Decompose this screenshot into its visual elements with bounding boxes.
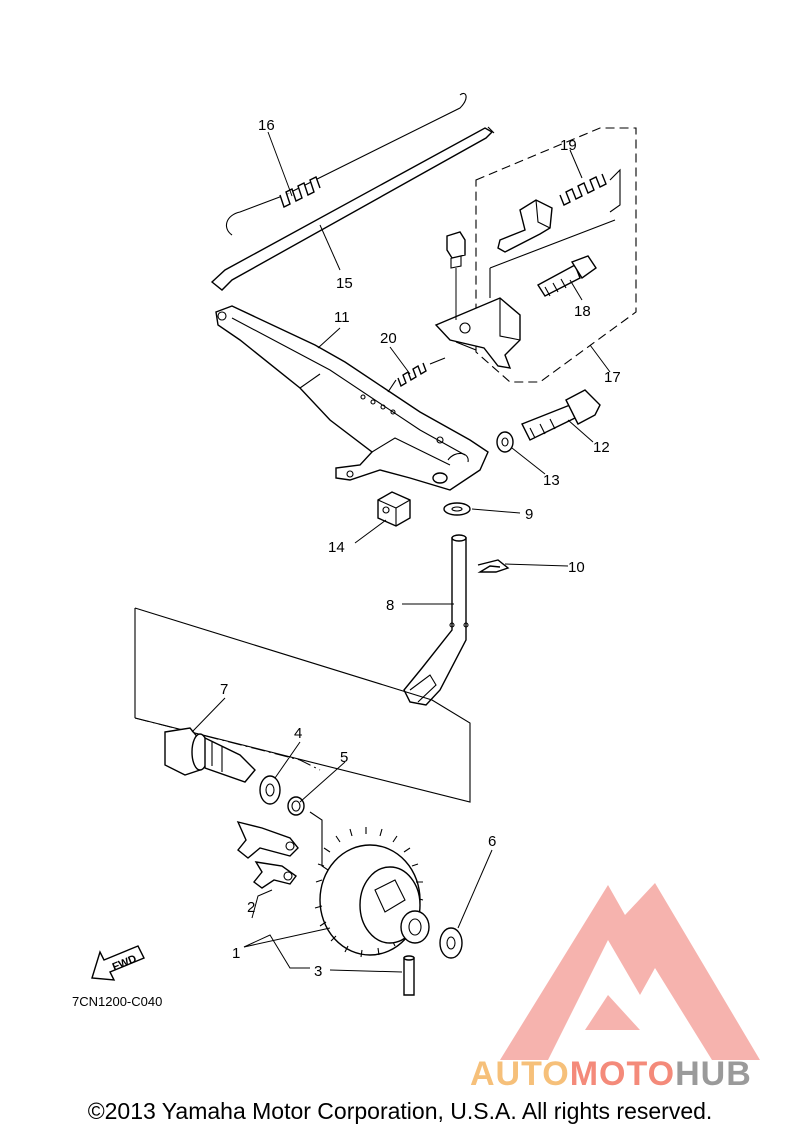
watermark-part-moto: MOTO [569,1055,676,1093]
part-16-spring-rod [225,92,467,236]
part-19-spring [559,173,607,206]
watermark-part-auto: AUTO [470,1055,570,1093]
watermark-logo [500,883,760,1060]
part-4-washer [259,775,281,805]
callout-14: 14 [328,539,345,556]
callout-11: 11 [334,309,350,326]
leader-lines [191,131,611,973]
part-17-bracket [434,231,521,369]
part-18-bolt [537,255,597,297]
part-17-assembly-outline [475,127,637,383]
callout-13: 13 [543,472,560,489]
callout-4: 4 [294,725,302,742]
part-9-washer [443,502,471,516]
callout-3: 3 [314,963,322,980]
part-8-governor-shaft [403,534,469,706]
callout-10: 10 [568,559,585,576]
part-14-square-nut [377,491,411,527]
part-10-cotter-pin [477,559,510,573]
part-7-shaft [164,727,256,783]
callout-numbers: 1 2 3 4 5 6 7 8 9 10 11 12 13 14 15 16 1… [220,117,621,980]
callout-6: 6 [488,833,496,850]
part-13-washer [496,431,514,453]
callout-17: 17 [604,369,621,386]
part-5-clip-ring [287,796,305,816]
part-2-governor-weights [236,820,299,889]
part-3-pin [403,955,415,996]
part-11-governor-lever [215,305,489,491]
callout-2: 2 [247,899,255,916]
callout-5: 5 [340,749,348,766]
fwd-arrow-icon: FWD [91,945,145,981]
drawing-code: 7CN1200-C040 [72,994,162,1009]
watermark-brand-text: AUTOMOTOHUB [470,1055,752,1094]
callout-15: 15 [336,275,353,292]
part-17-clip [489,199,616,298]
callout-18: 18 [574,303,591,320]
callout-16: 16 [258,117,275,134]
part-20-spring [397,362,427,388]
callout-9: 9 [525,506,533,523]
callout-19: 19 [560,137,577,154]
watermark-part-hub: HUB [675,1055,752,1093]
callout-7: 7 [220,681,228,698]
part-15-control-rod [210,126,495,291]
part-12-bolt [521,389,601,441]
callout-8: 8 [386,597,394,614]
copyright-footer: ©2013 Yamaha Motor Corporation, U.S.A. A… [87,1098,713,1124]
callout-1: 1 [232,945,240,962]
assembly-plane [134,607,471,803]
part-1-governor-gear [314,827,430,958]
part-6-washer [439,927,463,959]
callout-12: 12 [593,439,610,456]
callout-20: 20 [380,330,397,347]
